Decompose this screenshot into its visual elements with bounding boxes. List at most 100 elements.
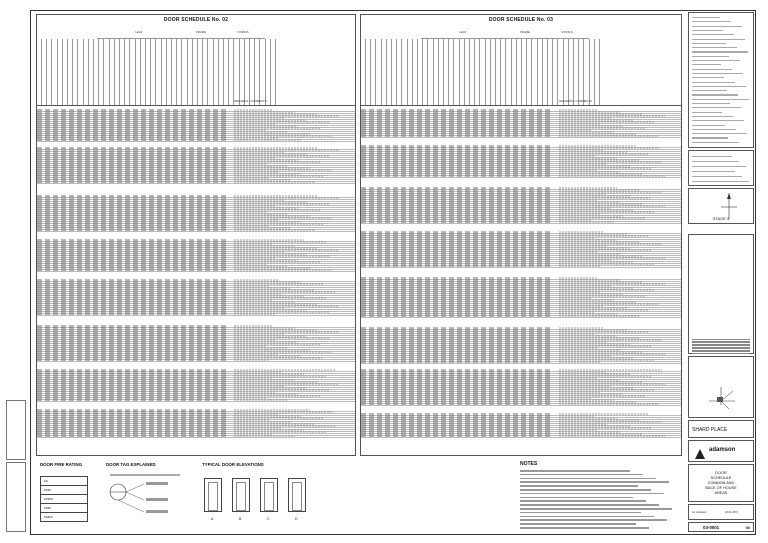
column-divider bbox=[113, 39, 115, 105]
row-cells bbox=[37, 371, 228, 373]
row-cells bbox=[37, 379, 228, 381]
column-divider bbox=[124, 39, 126, 105]
row-comment bbox=[559, 191, 662, 193]
door-tag-diagram bbox=[109, 474, 180, 513]
row-comment bbox=[234, 169, 333, 171]
row-cells bbox=[361, 349, 553, 351]
row-comment bbox=[559, 277, 598, 279]
legend-line bbox=[692, 156, 732, 158]
row-comment bbox=[234, 289, 314, 291]
row-comment bbox=[234, 427, 282, 429]
door-elevations-title: TYPICAL DOOR ELEVATIONS bbox=[202, 462, 264, 467]
row-comment bbox=[234, 433, 273, 435]
fire-rating-row: FD bbox=[40, 476, 88, 486]
notes-block: NOTES bbox=[514, 460, 676, 532]
revisions-box bbox=[688, 234, 754, 354]
table-row bbox=[361, 315, 681, 318]
door-leaf bbox=[236, 482, 246, 511]
row-cells bbox=[361, 173, 553, 175]
row-cells bbox=[361, 237, 553, 239]
column-divider bbox=[155, 39, 157, 105]
revision-row bbox=[692, 346, 750, 348]
consultant-line bbox=[692, 68, 732, 70]
row-cells bbox=[37, 325, 228, 327]
row-comment bbox=[234, 197, 340, 199]
row-comment bbox=[559, 261, 633, 263]
row-comment bbox=[234, 419, 270, 421]
row-cells bbox=[361, 207, 553, 209]
drawing-sheet bbox=[30, 10, 756, 535]
row-comment bbox=[234, 149, 340, 151]
row-cells bbox=[37, 351, 228, 353]
row-comment bbox=[559, 287, 633, 289]
row-comment bbox=[234, 151, 286, 153]
project-box: SHARD PLACE bbox=[688, 420, 754, 438]
project-name: SHARD PLACE bbox=[692, 427, 728, 433]
row-comment bbox=[559, 209, 633, 211]
column-divider bbox=[396, 39, 398, 105]
row-cells bbox=[37, 295, 228, 297]
row-cells bbox=[37, 255, 228, 257]
row-cells bbox=[361, 123, 553, 125]
column-divider bbox=[505, 39, 507, 105]
row-comment bbox=[234, 281, 301, 283]
row-cells bbox=[37, 293, 228, 295]
row-comment bbox=[559, 417, 617, 419]
row-cells bbox=[361, 203, 553, 205]
row-comment bbox=[559, 157, 617, 159]
row-cells bbox=[37, 201, 228, 203]
row-comment bbox=[234, 265, 289, 267]
note-line bbox=[520, 470, 630, 472]
row-comment bbox=[559, 121, 656, 123]
row-cells bbox=[37, 289, 228, 291]
row-cells bbox=[37, 339, 228, 341]
row-comment bbox=[559, 347, 598, 349]
row-comment bbox=[559, 361, 601, 363]
door-leaf bbox=[208, 482, 218, 511]
row-cells bbox=[37, 171, 228, 173]
row-cells bbox=[361, 279, 553, 281]
column-divider bbox=[72, 39, 74, 105]
row-cells bbox=[361, 163, 553, 165]
row-comment bbox=[559, 335, 617, 337]
row-cells bbox=[37, 297, 228, 299]
column-divider bbox=[380, 39, 382, 105]
consultant-line bbox=[692, 133, 747, 135]
fire-rating-title: DOOR FIRE RATING bbox=[40, 462, 83, 467]
row-cells bbox=[37, 223, 228, 225]
column-group: FIXINGS bbox=[221, 26, 265, 39]
row-cells bbox=[361, 393, 553, 395]
row-comment bbox=[559, 435, 665, 437]
row-comment bbox=[559, 327, 605, 329]
consultant-line bbox=[692, 72, 743, 75]
row-cells bbox=[361, 309, 553, 311]
door-elevation-a bbox=[204, 478, 222, 512]
row-cells bbox=[37, 239, 228, 241]
row-comment bbox=[234, 337, 330, 339]
column-divider bbox=[202, 39, 204, 105]
fire-rating-code: FD30S bbox=[44, 497, 53, 501]
row-cells bbox=[361, 429, 553, 431]
row-comment bbox=[559, 349, 621, 351]
row-cells bbox=[37, 115, 228, 117]
row-cells bbox=[361, 401, 553, 403]
row-cells bbox=[361, 211, 553, 213]
row-cells bbox=[37, 337, 228, 339]
row-comment bbox=[234, 341, 298, 343]
row-cells bbox=[361, 127, 553, 129]
column-divider bbox=[463, 39, 465, 105]
row-comment bbox=[559, 383, 665, 385]
row-cells bbox=[361, 121, 553, 123]
row-cells bbox=[361, 249, 553, 251]
row-cells bbox=[37, 395, 228, 397]
row-cells bbox=[37, 427, 228, 429]
issue-stamp bbox=[6, 462, 26, 532]
row-cells bbox=[361, 403, 553, 405]
row-cells bbox=[361, 239, 553, 241]
row-comment bbox=[234, 335, 308, 337]
row-comment bbox=[559, 293, 624, 295]
row-cells bbox=[37, 217, 228, 219]
row-comment bbox=[559, 175, 665, 177]
row-cells bbox=[37, 307, 228, 309]
row-cells bbox=[361, 413, 553, 415]
